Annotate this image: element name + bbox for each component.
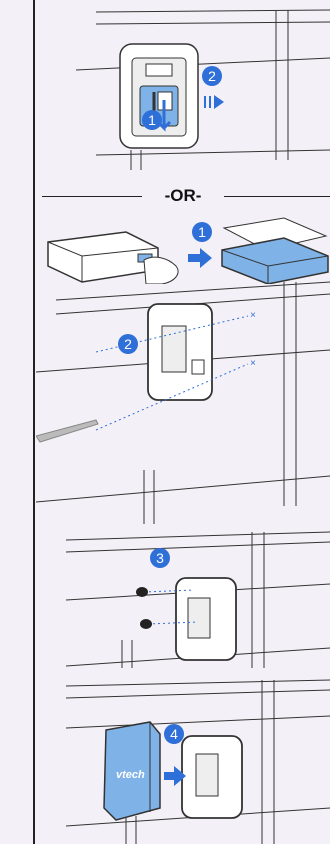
step-badge-3: 3 bbox=[150, 548, 170, 568]
svg-text:2: 2 bbox=[124, 336, 132, 352]
panel-attach-device: vtech 4 bbox=[36, 676, 330, 844]
panel-remove-bracket: 1 2 bbox=[36, 0, 330, 170]
separator-line-right bbox=[224, 196, 330, 197]
svg-text:×: × bbox=[250, 358, 256, 369]
illustration-attach-device: vtech 4 bbox=[36, 676, 330, 844]
step-badge-2b: 2 bbox=[118, 334, 138, 354]
panel-mark-holes: × × 2 bbox=[36, 280, 330, 524]
svg-text:2: 2 bbox=[208, 68, 216, 84]
step-badge-1a: 1 bbox=[142, 110, 162, 130]
step-badge-2a: 2 bbox=[202, 66, 222, 86]
illustration-insert-screws: 3 bbox=[36, 528, 330, 668]
svg-text:1: 1 bbox=[198, 224, 206, 240]
page-left-rule bbox=[33, 0, 35, 844]
svg-text:3: 3 bbox=[156, 550, 164, 566]
panel-release-cover: 1 bbox=[36, 214, 330, 278]
illustration-remove-bracket: 1 2 bbox=[36, 0, 330, 170]
svg-text:×: × bbox=[250, 310, 256, 321]
or-separator: -OR- bbox=[36, 178, 330, 214]
svg-text:4: 4 bbox=[170, 726, 178, 742]
step-badge-1b: 1 bbox=[192, 222, 212, 242]
step-badge-4: 4 bbox=[164, 724, 184, 744]
panel-insert-screws: 3 bbox=[36, 528, 330, 668]
illustration-mark-holes: × × 2 bbox=[36, 280, 330, 524]
svg-text:1: 1 bbox=[148, 112, 156, 128]
brand-logo: vtech bbox=[116, 769, 145, 781]
illustration-release-cover: 1 bbox=[36, 214, 330, 284]
